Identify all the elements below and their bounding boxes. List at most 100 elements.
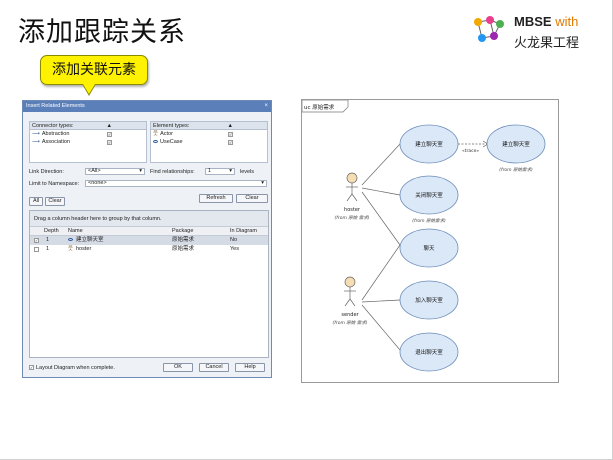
table-row[interactable]: ✓ 1 建立聊天室 原始需求 No (30, 236, 268, 245)
usecase-label: 建立聊天室 (502, 140, 530, 148)
element-types-header: Element types: ▲ (151, 122, 267, 130)
logo: MBSE with 火龙果工程 (470, 12, 610, 52)
collapse-up-icon[interactable]: ▲ (106, 123, 112, 129)
usecase-ellipse[interactable] (399, 332, 459, 372)
usecase-diagram: uc 原始需求 «trace» hoster (301, 99, 559, 383)
actor-from: (from 原始 需求) (333, 320, 368, 326)
grid-header: Depth Name Package In Diagram (30, 227, 268, 236)
chevron-down-icon: ▾ (261, 180, 264, 186)
logo-text-sub: 火龙果工程 (514, 36, 580, 51)
actor-sender[interactable] (344, 276, 356, 307)
usecase-ellipse[interactable] (399, 175, 459, 215)
frame-label: uc 原始需求 (304, 103, 335, 111)
insert-related-elements-dialog: Insert Related Elements × Connector type… (22, 100, 272, 378)
association-line (361, 191, 401, 246)
connector-checkbox[interactable]: ✓ (107, 131, 112, 137)
association-line (361, 299, 401, 303)
usecase-ellipse[interactable] (486, 124, 546, 164)
cancel-button[interactable]: Cancel (199, 363, 229, 372)
layout-checkbox[interactable]: ✓ (29, 365, 34, 370)
help-button[interactable]: Help (235, 363, 265, 372)
dialog-titlebar: Insert Related Elements × (23, 101, 271, 112)
slide-title: 添加跟踪关系 (18, 17, 186, 48)
group-by-hint: Drag a column header here to group by th… (30, 211, 268, 227)
row-depth: 1 (46, 246, 50, 252)
limit-namespace-select[interactable]: <none>▾ (85, 180, 267, 187)
association-line (361, 143, 401, 186)
column-header-package[interactable]: Package (172, 228, 194, 234)
column-header-name[interactable]: Name (68, 228, 83, 234)
clear-button[interactable]: Clear (236, 194, 268, 203)
trace-label: «trace» (462, 148, 479, 154)
connector-type-item[interactable]: ⟶Abstraction ✓ (32, 131, 112, 137)
callout: 添加关联元素 (40, 55, 148, 85)
row-depth: 1 (46, 237, 50, 243)
column-header-in-diagram[interactable]: In Diagram (230, 228, 257, 234)
clear-small-button[interactable]: Clear (45, 197, 65, 206)
element-type-item[interactable]: UseCase ✓ (151, 138, 267, 146)
link-direction-label: Link Direction: (29, 169, 64, 175)
usecase-from: (from 原始需求) (499, 167, 533, 173)
actor-icon: 웃 (153, 131, 159, 137)
row-package: 原始需求 (172, 237, 195, 243)
element-checkbox[interactable]: ✓ (228, 131, 233, 137)
usecase-label: 加入聊天室 (415, 296, 443, 304)
actor-icon: 웃 (68, 246, 74, 252)
usecase-icon (153, 140, 158, 144)
usecase-ellipse[interactable] (399, 280, 459, 320)
chevron-down-icon: ▾ (139, 168, 142, 174)
connector-checkbox[interactable]: ✓ (107, 139, 112, 145)
row-in-diagram: Yes (230, 246, 239, 252)
dialog-title: Insert Related Elements (26, 103, 85, 109)
chevron-down-icon: ▾ (229, 168, 232, 174)
logo-graph-icon (474, 16, 504, 42)
link-direction-select[interactable]: <All>▾ (85, 168, 145, 175)
usecase-ellipse[interactable] (399, 228, 459, 268)
row-package: 原始需求 (172, 246, 195, 252)
row-checkbox[interactable]: ✓ (34, 238, 39, 243)
row-in-diagram: No (230, 237, 238, 243)
callout-tail-inner (83, 84, 95, 94)
usecase-label: 建立聊天室 (415, 140, 443, 148)
association-line (361, 244, 401, 301)
related-elements-grid: Drag a column header here to group by th… (29, 210, 269, 358)
arrow-right-icon: ⟶ (32, 139, 40, 145)
element-checkbox[interactable]: ✓ (228, 139, 233, 145)
usecase-label: 退出聊天室 (415, 348, 443, 356)
limit-namespace-label: Limit to Namespace: (29, 181, 80, 187)
actor-hoster[interactable] (346, 172, 358, 202)
refresh-button[interactable]: Refresh (199, 194, 233, 203)
find-relationships-stepper[interactable]: 1▾ (205, 168, 235, 175)
ok-button[interactable]: OK (163, 363, 193, 372)
row-name: 建立聊天室 (76, 237, 104, 243)
association-line (361, 304, 401, 351)
column-header-depth[interactable]: Depth (44, 228, 59, 234)
collapse-up-icon[interactable]: ▲ (227, 123, 233, 129)
actor-name: sender (341, 312, 359, 318)
arrow-right-icon: ⟶ (32, 131, 40, 137)
connector-types-panel: Connector types: ▲ ⟶Abstraction ✓ ⟶Assoc… (29, 121, 147, 163)
find-relationships-label: Find relationships: (150, 169, 195, 175)
usecase-label: 聊天 (423, 244, 435, 252)
row-name: hoster (76, 246, 92, 252)
usecase-label: 关闭聊天室 (415, 191, 443, 199)
logo-text-main: MBSE with (514, 14, 579, 29)
usecase-icon (68, 236, 75, 245)
usecase-from: (from 原始需求) (412, 218, 446, 224)
usecase-ellipse[interactable] (399, 124, 459, 164)
association-line (361, 187, 401, 196)
table-row[interactable]: 1 웃 hoster 原始需求 Yes (30, 245, 268, 254)
connector-types-header: Connector types: ▲ (30, 122, 146, 130)
levels-label: levels (240, 169, 255, 175)
close-icon[interactable]: × (264, 103, 268, 109)
layout-label: Layout Diagram when complete. (36, 365, 115, 371)
frame-label-tab (302, 100, 349, 113)
row-checkbox[interactable] (34, 247, 39, 252)
all-button[interactable]: All (29, 197, 43, 206)
connector-type-item[interactable]: ⟶Association ✓ (32, 139, 112, 145)
actor-from: (from 原始 需求) (335, 215, 370, 221)
actor-name: hoster (344, 207, 361, 213)
